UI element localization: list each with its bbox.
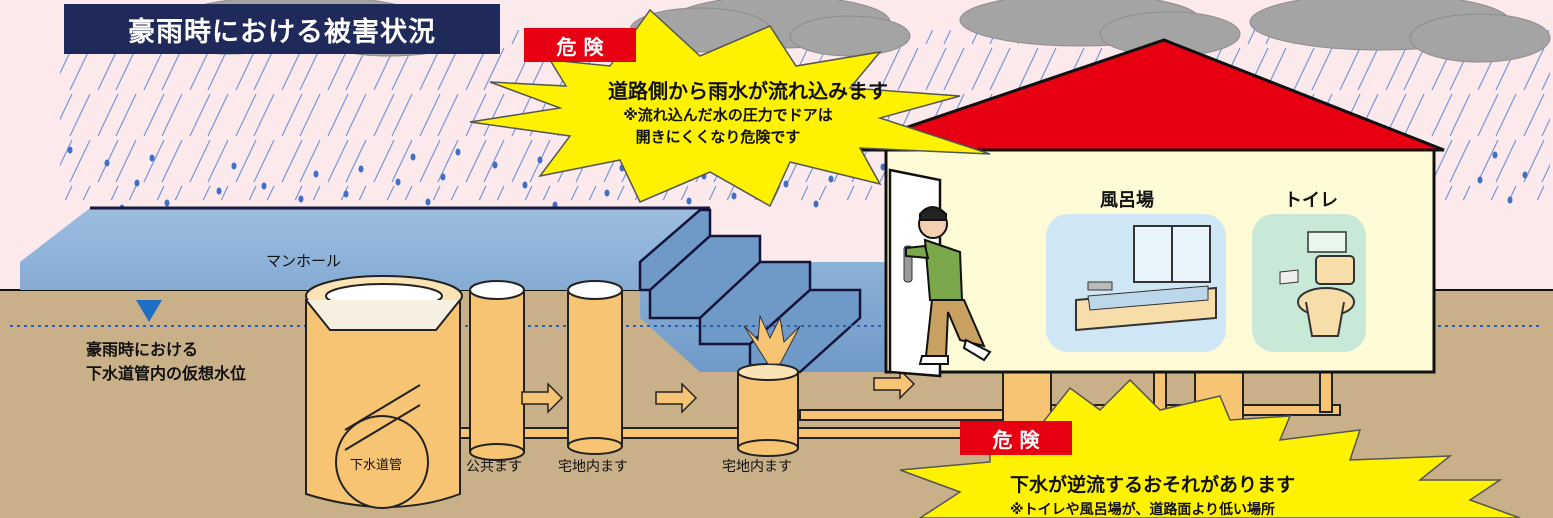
private-basin-label-2: 宅地内ます	[722, 459, 792, 475]
rain-drop	[313, 170, 319, 178]
callout-top-main: 道路側から雨水が流れ込みます	[608, 79, 888, 103]
rain-drop	[1522, 171, 1528, 179]
rain-drop	[731, 192, 737, 200]
roof	[839, 38, 1445, 152]
rain-drop	[813, 200, 819, 208]
callout-bottom-note: ※トイレや風呂場が、道路面より低い場所	[1010, 502, 1276, 518]
rain-drop	[492, 161, 498, 169]
callout-top-note-2: 開きにくくなり危険です	[635, 128, 801, 146]
flow-arrows	[521, 368, 916, 414]
rain-drop	[1477, 176, 1483, 184]
rain-drop	[216, 187, 222, 195]
rain-drop	[231, 162, 237, 170]
sewage-splash-basin	[743, 314, 801, 365]
rain-drop	[67, 146, 73, 154]
page-title: 豪雨時における被害状況	[64, 4, 500, 54]
rain-drop	[425, 198, 431, 206]
rain-drop	[1492, 151, 1498, 159]
rain-drop	[343, 190, 349, 198]
rain-drop	[440, 173, 446, 181]
callout-top-note-1: ※流れ込んだ水の圧力でドアは	[623, 106, 833, 124]
rain-drop	[604, 189, 610, 197]
person-pushing-door	[905, 206, 992, 365]
water-level-label-2: 下水道管内の仮想水位	[86, 364, 247, 383]
water-level-marker	[136, 300, 162, 322]
rain-drop	[522, 181, 528, 189]
rain-drop	[410, 153, 416, 161]
rain-drop	[164, 199, 170, 207]
rain-drop	[455, 148, 461, 156]
manhole-label: マンホール	[266, 252, 342, 270]
rain-drop	[261, 182, 267, 190]
danger-tag-top: 危 険	[524, 28, 636, 62]
bathroom-scene	[1046, 214, 1226, 352]
water-level-label: 豪雨時における 下水道管内の仮想水位	[86, 338, 246, 386]
pipe-hatch	[344, 384, 421, 451]
callout-bottom-text: 下水が逆流するおそれがあります ※トイレや風呂場が、道路面より低い場所	[1010, 472, 1490, 518]
rain-drop	[104, 159, 110, 167]
danger-tag-bottom: 危 険	[960, 421, 1072, 455]
rain-drop	[149, 154, 155, 162]
rain-drop	[134, 179, 140, 187]
sewer-pipe-label: 下水道管	[350, 458, 403, 473]
rain-drop	[358, 165, 364, 173]
danger-burst-top	[469, 8, 991, 208]
rain-drop	[783, 180, 789, 188]
danger-burst-bottom	[899, 378, 1521, 518]
private-basin-label-1: 宅地内ます	[558, 459, 628, 475]
rain-drop	[298, 195, 304, 203]
public-basin-label: 公共ます	[466, 459, 522, 475]
callout-top-text: 道路側から雨水が流れ込みます ※流れ込んだ水の圧力でドアは 開きにくくなり危険で…	[548, 78, 948, 148]
danger-tag-top-label: 危 険	[556, 34, 604, 59]
rain-drop	[537, 156, 543, 164]
danger-tag-bottom-label: 危 険	[992, 427, 1040, 452]
callout-bottom-main: 下水が逆流するおそれがあります	[1010, 474, 1296, 496]
rain-drop	[686, 197, 692, 205]
rain-drop	[395, 178, 401, 186]
rain-drop	[1507, 196, 1513, 204]
rain-drop	[828, 175, 834, 183]
rain-drop	[880, 163, 886, 171]
water-level-label-1: 豪雨時における	[86, 340, 199, 359]
bathroom-label: 風呂場	[1100, 190, 1154, 211]
toilet-label: トイレ	[1284, 190, 1338, 211]
sewer-system	[305, 275, 1341, 509]
toilet-scene	[1252, 214, 1366, 352]
